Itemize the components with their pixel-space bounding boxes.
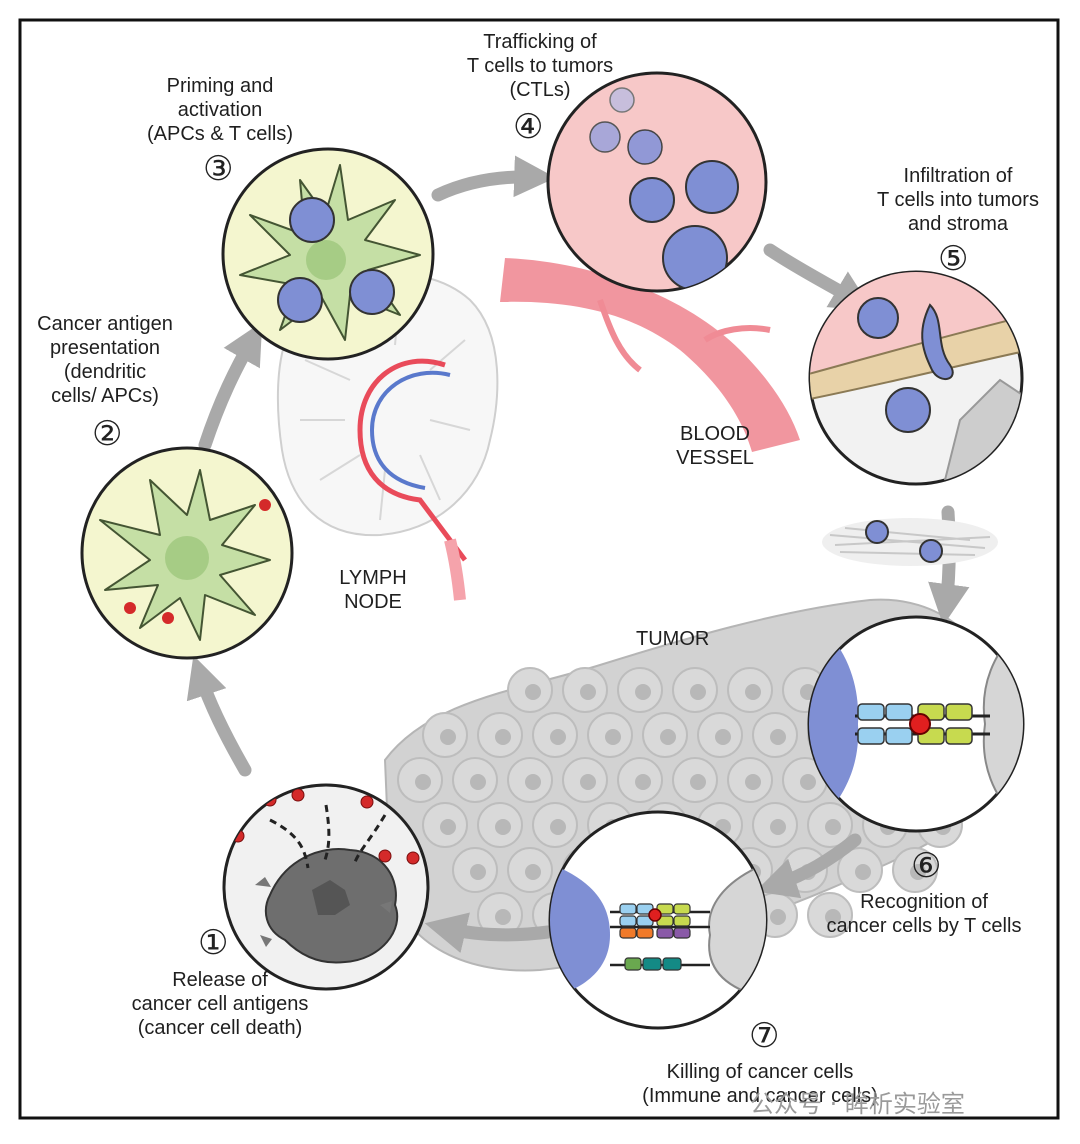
tumor-cell-nucleus [825, 819, 841, 835]
tumor-cell-nucleus [715, 729, 731, 745]
tumor-cell-nucleus [440, 819, 456, 835]
step3-label: Priming and activation (APCs & T cells) [147, 75, 293, 145]
step2-number: ② [92, 414, 123, 454]
tumor-cell-nucleus [690, 684, 706, 700]
tumor-cell-nucleus [550, 819, 566, 835]
tumor-cell-nucleus [525, 864, 541, 880]
tumor-cell-nucleus [495, 819, 511, 835]
step6-number: ⑥ [911, 846, 942, 886]
step1-number: ① [198, 923, 229, 963]
tumor-cell-nucleus [690, 774, 706, 790]
tumor-cell-nucleus [525, 774, 541, 790]
tumor-cell-nucleus [910, 864, 926, 880]
step5-number: ⑤ [938, 239, 969, 279]
stroma-strip [822, 518, 998, 566]
step7-label: Killing of cancer cells (Immune and canc… [642, 1061, 878, 1107]
tumor-cell-nucleus [745, 774, 761, 790]
tumor-cell-nucleus [440, 729, 456, 745]
lymph-node-label: LYMPH NODE [339, 567, 407, 613]
step4-circle [546, 71, 768, 293]
tumor-cell-nucleus [635, 684, 651, 700]
tumor-cell-nucleus [470, 774, 486, 790]
step7-number: ⑦ [749, 1016, 780, 1056]
step7-circle [548, 810, 768, 1030]
tumor-cell-nucleus [635, 774, 651, 790]
tumor-cell-nucleus [855, 864, 871, 880]
step2-circle [80, 446, 294, 660]
tumor-cell-nucleus [495, 729, 511, 745]
tumor-cell-nucleus [800, 774, 816, 790]
blood-vessel-label: BLOOD VESSEL [676, 423, 754, 469]
tumor-cell-nucleus [745, 684, 761, 700]
tumor-cell-nucleus [825, 909, 841, 925]
step3-circle [221, 147, 435, 361]
tumor-cell-nucleus [550, 729, 566, 745]
step4-number: ④ [513, 107, 544, 147]
tumor-cell-nucleus [770, 909, 786, 925]
watermark: 公众号 · 眸析实验室 [750, 1090, 965, 1118]
tumor-cell-nucleus [605, 729, 621, 745]
tumor-cell-nucleus [415, 774, 431, 790]
tumor-cell-nucleus [470, 864, 486, 880]
tumor-cell-nucleus [495, 909, 511, 925]
step5-circle [808, 270, 1024, 486]
tumor-cell-nucleus [660, 729, 676, 745]
step2-label: Cancer antigen presentation (dendritic c… [37, 313, 173, 407]
blood-vessel-shape [500, 258, 800, 452]
tumor-cell-nucleus [770, 729, 786, 745]
step3-number: ③ [203, 149, 234, 189]
step4-label: Trafficking of T cells to tumors (CTLs) [466, 31, 614, 101]
step5-label: Infiltration of T cells into tumors and … [877, 165, 1039, 235]
tumor-cell-nucleus [525, 684, 541, 700]
tumor-cell-nucleus [580, 774, 596, 790]
step1-circle [222, 783, 430, 991]
tumor-label: TUMOR [636, 628, 710, 650]
step1-label: Release of cancer cell antigens (cancer … [131, 969, 309, 1039]
tumor-cell-nucleus [770, 819, 786, 835]
tumor-cell-nucleus [580, 684, 596, 700]
step6-label: Recognition of cancer cells by T cells [826, 891, 1022, 937]
